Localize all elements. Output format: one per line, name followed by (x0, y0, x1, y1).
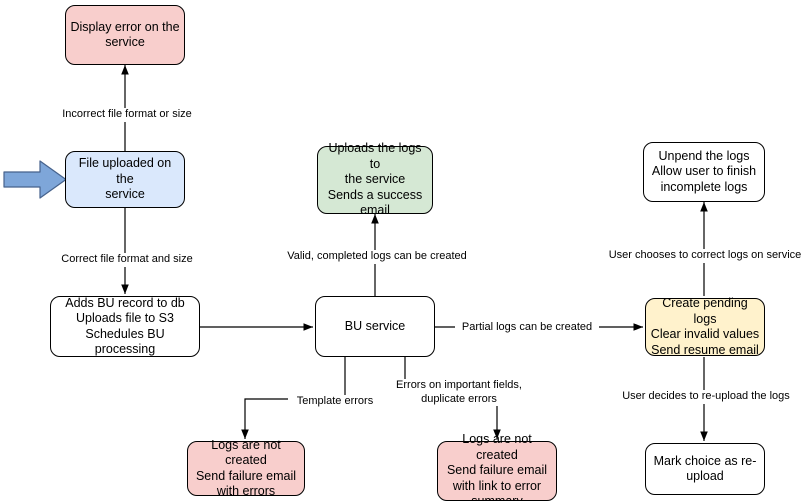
node-display-error[interactable]: Display error on the service (65, 5, 185, 65)
node-unpend-logs[interactable]: Unpend the logs Allow user to finish inc… (643, 142, 765, 202)
edge-label-incorrect-format: Incorrect file format or size (55, 108, 199, 122)
edge-label-correct-format: Correct file format and size (55, 253, 199, 267)
edge-label-template-errors: Template errors (288, 395, 382, 409)
edge-label-field-errors: Errors on important fields, duplicate er… (390, 379, 528, 406)
edge-label-user-reuploads: User decides to re-upload the logs (614, 390, 798, 404)
node-create-pending-logs[interactable]: Create pending logs Clear invalid values… (645, 296, 765, 357)
edge-label-valid-logs: Valid, completed logs can be created (277, 250, 477, 264)
node-mark-reupload[interactable]: Mark choice as re- upload (645, 443, 765, 495)
start-arrow-icon (3, 160, 67, 199)
edge-label-partial-logs: Partial logs can be created (455, 321, 599, 335)
node-bu-service[interactable]: BU service (315, 296, 435, 357)
node-file-uploaded[interactable]: File uploaded on the service (65, 151, 185, 208)
node-uploads-logs[interactable]: Uploads the logs to the service Sends a … (317, 141, 433, 217)
node-adds-bu-record[interactable]: Adds BU record to db Uploads file to S3 … (50, 296, 200, 357)
node-logs-not-created-template[interactable]: Logs are not created Send failure email … (187, 438, 305, 498)
node-logs-not-created-fields[interactable]: Logs are not created Send failure email … (437, 432, 557, 501)
edge-label-user-corrects: User chooses to correct logs on service (604, 249, 801, 263)
